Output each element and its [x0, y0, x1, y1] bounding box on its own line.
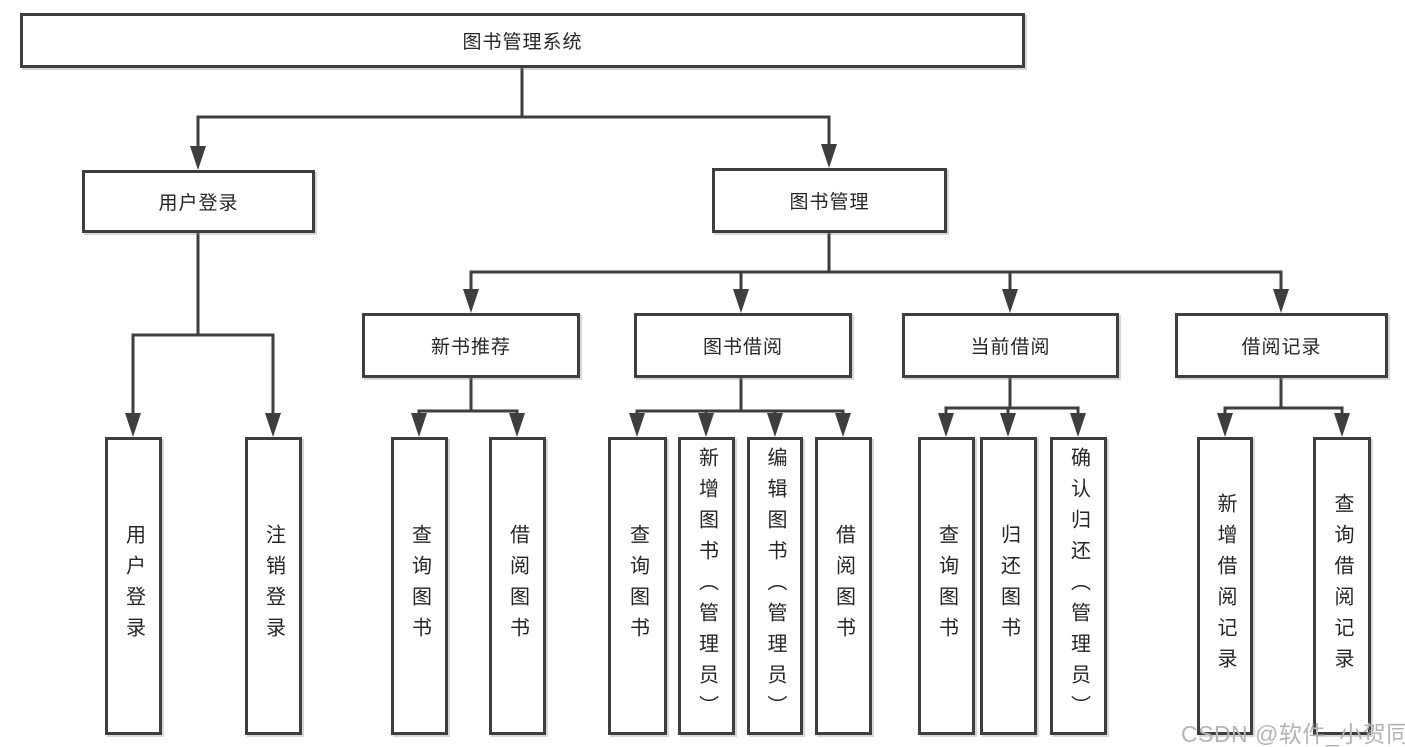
connector-current-borrow-children [938, 376, 1086, 437]
node-book-management: 图书管理 [712, 168, 947, 233]
node-leaf-cb-return-books: 归还图书 [980, 437, 1037, 735]
node-leaf-br-query-record: 查询借阅记录 [1313, 437, 1371, 735]
node-new-book-recommend: 新书推荐 [362, 313, 580, 378]
connector-book-borrow-children [629, 376, 851, 437]
node-leaf-cb-confirm-return-admin: 确认归还（管理员） [1050, 437, 1107, 735]
node-leaf-nb-query-books: 查询图书 [391, 437, 448, 735]
node-leaf-bb-borrow-books: 借阅图书 [815, 437, 872, 735]
node-leaf-cb-query-books: 查询图书 [918, 437, 975, 735]
node-leaf-bb-edit-books-admin: 编辑图书（管理员） [747, 437, 803, 735]
connector-book-management-children [463, 231, 1289, 313]
node-leaf-nb-borrow-books: 借阅图书 [489, 437, 546, 735]
node-current-borrow: 当前借阅 [902, 313, 1119, 378]
connector-user-login-children [125, 231, 281, 437]
csdn-watermark: CSDN @软件_小贺同学 [1181, 721, 1405, 747]
node-leaf-bb-query-books: 查询图书 [608, 437, 667, 735]
node-leaf-logout: 注销登录 [245, 437, 302, 735]
node-leaf-br-add-record: 新增借阅记录 [1197, 437, 1253, 735]
node-book-borrow: 图书借阅 [634, 313, 852, 378]
node-borrow-records: 借阅记录 [1175, 313, 1388, 378]
node-leaf-user-login: 用户登录 [105, 437, 162, 735]
connector-borrow-records-children [1217, 376, 1350, 437]
node-user-login: 用户登录 [82, 170, 315, 233]
node-library-management-system: 图书管理系统 [20, 13, 1025, 68]
connector-new-book-children [411, 376, 525, 437]
connector-root-to-level2 [190, 66, 837, 170]
node-leaf-bb-add-books-admin: 新增图书（管理员） [678, 437, 735, 735]
